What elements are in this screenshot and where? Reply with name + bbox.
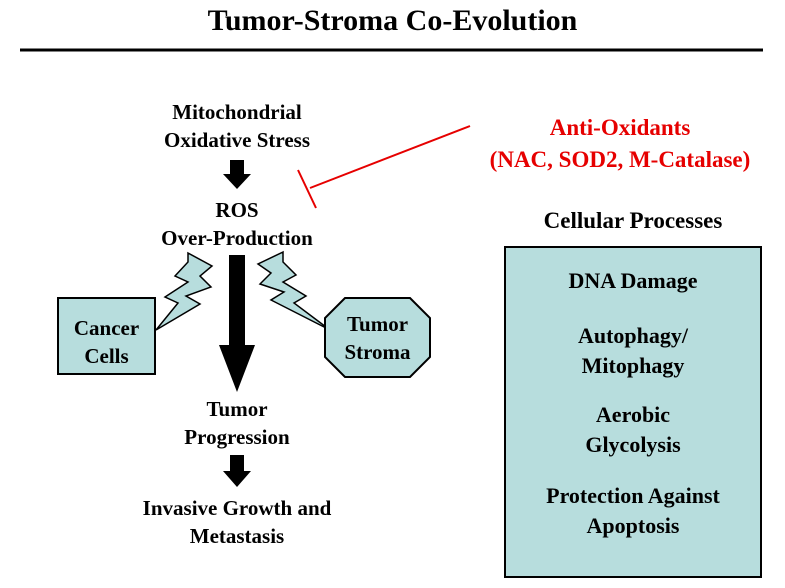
node-label-line: Tumor xyxy=(206,397,268,421)
node-label-line: Metastasis xyxy=(189,524,285,548)
node-tumor-progression: Tumor Progression xyxy=(137,395,337,451)
cellular-processes-box xyxy=(504,246,762,578)
node-label-line: Cells xyxy=(84,344,129,368)
process-label-line: Mitophagy xyxy=(581,353,685,378)
node-oxidative-stress: Mitochondrial Oxidative Stress xyxy=(137,98,337,154)
node-label-line: Oxidative Stress xyxy=(163,128,311,152)
inhibition-line xyxy=(309,125,471,189)
process-item-apoptosis: Protection Against Apoptosis xyxy=(505,481,761,541)
lightning-bolt-stroma-icon xyxy=(256,250,331,331)
process-label-line: Apoptosis xyxy=(586,513,680,538)
node-label-line: Invasive Growth and xyxy=(142,496,332,520)
arrow-stress-to-ros xyxy=(223,160,251,189)
antioxidants-examples: (NAC, SOD2, M-Catalase) xyxy=(489,147,751,172)
node-label-line: Progression xyxy=(184,425,290,449)
process-label-line: Protection Against xyxy=(546,483,720,508)
node-label-line: Tumor xyxy=(346,312,409,336)
process-label-line: DNA Damage xyxy=(568,268,698,293)
node-ros-overproduction: ROS Over-Production xyxy=(137,196,337,252)
cellular-processes-heading: Cellular Processes xyxy=(543,208,723,233)
process-item-glycolysis: Aerobic Glycolysis xyxy=(505,400,761,460)
process-item-dna-damage: DNA Damage xyxy=(505,266,761,296)
process-label-line: Aerobic xyxy=(595,402,671,427)
node-label-line: ROS xyxy=(215,198,259,222)
cancer-cells-box xyxy=(57,297,156,375)
process-label-line: Autophagy/ xyxy=(577,323,689,348)
arrow-ros-to-progression xyxy=(219,255,255,392)
node-tumor-stroma: Tumor Stroma xyxy=(325,310,430,366)
tumor-stroma-octagon xyxy=(324,297,431,378)
inhibition-bar xyxy=(297,169,317,209)
node-label-line: Over-Production xyxy=(161,226,313,250)
node-label-line: Mitochondrial xyxy=(172,100,302,124)
process-label-line: Glycolysis xyxy=(585,432,681,457)
diagram-title: Tumor-Stroma Co-Evolution xyxy=(207,4,578,37)
process-item-autophagy: Autophagy/ Mitophagy xyxy=(505,321,761,381)
lightning-bolt-cancer-icon xyxy=(155,251,214,331)
arrow-progression-to-invasive xyxy=(223,455,251,487)
antioxidants-title: Anti-Oxidants xyxy=(549,115,691,140)
node-label-line: Stroma xyxy=(344,340,411,364)
antioxidants-label: Anti-Oxidants (NAC, SOD2, M-Catalase) xyxy=(460,112,780,176)
node-invasive-growth: Invasive Growth and Metastasis xyxy=(112,494,362,550)
node-cancer-cells: Cancer Cells xyxy=(58,314,155,370)
node-label-line: Cancer xyxy=(73,316,140,340)
